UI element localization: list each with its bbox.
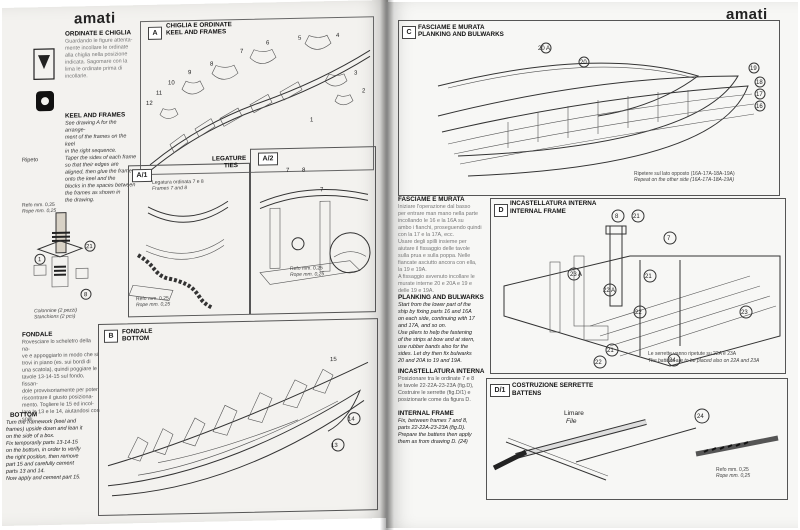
svg-text:20 A: 20 A <box>538 46 550 52</box>
file-label: File <box>566 418 577 425</box>
svg-text:23 A: 23 A <box>570 272 582 278</box>
rope-right: Rope mm. 0,25 <box>290 271 325 278</box>
svg-text:21: 21 <box>633 214 640 220</box>
svg-text:6: 6 <box>266 40 270 46</box>
svg-text:3: 3 <box>354 71 358 77</box>
planking-drawing: 20 A 20 19 18 17 16 <box>437 42 766 177</box>
panel-c <box>398 20 780 196</box>
internal-frame-text: Fix, between frames 7 and 8, parts 22-22… <box>398 418 472 445</box>
keel-frames-drawing <box>149 34 371 172</box>
panel-d <box>490 198 786 374</box>
panel-d-title-en: INTERNAL FRAME <box>510 208 566 215</box>
svg-text:8: 8 <box>84 292 88 298</box>
svg-text:4: 4 <box>336 33 340 39</box>
panel-c-title-it: FASCIAME E MURATA <box>418 24 485 31</box>
internal-frame-drawing: 23 A 8 21 7 21 22 A 22 23 24 22 21 <box>503 209 781 369</box>
left-page: amati ORDINATE E CHIGLIA Guardando le fi… <box>2 0 388 527</box>
bottom-text: Turn the framework (keel and frames) ups… <box>6 418 83 482</box>
rope-left: Rope mm. 0,25 <box>136 301 171 309</box>
panel-b-title-en: BOTTOM <box>122 334 150 343</box>
planking-heading: PLANKING AND BULWARKS <box>398 294 484 301</box>
repeat-note-it: Ripetere sul lato opposto (16A-17A-18A-1… <box>634 171 735 177</box>
svg-text:18: 18 <box>756 80 763 86</box>
svg-text:11: 11 <box>156 91 163 97</box>
internal-frame-heading: INTERNAL FRAME <box>398 410 454 417</box>
serrette-note-it: Le serrette vanno ripetute su 22A e 23A <box>648 351 737 357</box>
legature-en: TIES <box>224 162 238 170</box>
castello-heading: INCASTELLATURA INTERNA <box>398 368 485 375</box>
svg-text:23: 23 <box>741 310 748 316</box>
ripeto-label: Ripeto <box>22 157 39 164</box>
rope-d1: Rope mm. 0,25 <box>716 473 751 479</box>
fasciame-text: Iniziare l'operazione dal basso per entr… <box>398 204 482 294</box>
panel-b-tag: B <box>104 329 118 343</box>
svg-text:5: 5 <box>298 36 302 42</box>
panel-a1-tag: A/1 <box>132 168 152 183</box>
svg-text:21: 21 <box>645 274 652 280</box>
limare-label: Limare <box>564 410 584 417</box>
svg-text:7: 7 <box>286 168 290 174</box>
svg-text:22: 22 <box>635 310 642 316</box>
fasciame-heading: FASCIAME E MURATA <box>398 196 465 203</box>
panel-d-title-it: INCASTELLATURA INTERNA <box>510 200 597 207</box>
svg-text:12: 12 <box>146 101 153 107</box>
svg-text:9: 9 <box>188 70 192 76</box>
planking-text: Start from the lower part of the ship by… <box>398 302 475 364</box>
svg-text:7: 7 <box>240 49 244 55</box>
svg-text:7: 7 <box>320 187 324 193</box>
svg-text:24: 24 <box>697 414 704 420</box>
refo-d1: Refo mm. 0,25 <box>716 467 749 473</box>
svg-text:24: 24 <box>669 358 676 364</box>
svg-text:22 A: 22 A <box>603 288 615 294</box>
svg-text:1: 1 <box>38 257 42 263</box>
panel-c-title-en: PLANKING AND BULWARKS <box>418 31 504 38</box>
panel-d1-title-en: BATTENS <box>512 390 542 397</box>
amati-emblem-icon <box>33 48 55 112</box>
stanchions-drawing: 21 1 8 <box>33 212 96 300</box>
svg-text:19: 19 <box>750 66 757 72</box>
svg-text:10: 10 <box>168 80 175 86</box>
svg-text:15: 15 <box>330 357 337 363</box>
svg-text:20: 20 <box>580 60 587 66</box>
panel-d1 <box>486 378 788 500</box>
right-page: amati C FASCIAME E MURATA PLANKING AND B… <box>386 2 798 528</box>
svg-text:7: 7 <box>667 236 671 242</box>
colonnine-en: Stanchions (2 pcs) <box>34 313 76 321</box>
svg-text:8: 8 <box>615 214 619 220</box>
castello-text: Posizionare tra le ordinate 7 e 8 le tav… <box>398 376 475 403</box>
svg-text:16: 16 <box>756 104 763 110</box>
ties-drawing <box>128 200 229 310</box>
book-spine <box>380 0 394 530</box>
intro-text: Guardando le figure attenta- mente incol… <box>65 37 133 80</box>
svg-text:13: 13 <box>331 443 338 449</box>
fondale-heading: FONDALE <box>22 330 53 339</box>
panel-c-tag: C <box>402 26 416 39</box>
brand-logo-right: amati <box>726 6 768 23</box>
serrette-note-en: The battens are to be placed also on 22A… <box>648 358 760 364</box>
svg-text:1: 1 <box>310 117 314 123</box>
svg-text:21: 21 <box>607 348 614 354</box>
stanchion-ties-drawing: 7 8 7 <box>259 168 371 285</box>
keel-part-numbers: 12 11 10 9 8 7 6 5 4 3 2 1 <box>146 33 366 124</box>
svg-text:8: 8 <box>210 62 214 68</box>
svg-text:2: 2 <box>362 88 366 94</box>
svg-text:22: 22 <box>595 360 602 366</box>
svg-text:14: 14 <box>348 417 355 423</box>
file-tool-drawing: 24 <box>492 408 779 481</box>
repeat-note-en: Repeat on the other side (16A-17A-18A-19… <box>634 177 735 183</box>
svg-text:8: 8 <box>302 168 306 174</box>
panel-d1-tag: D/1 <box>490 384 510 397</box>
hull-bottom-drawing: 13 14 15 <box>107 357 369 497</box>
svg-text:17: 17 <box>756 92 763 98</box>
bottom-heading: BOTTOM <box>10 411 38 419</box>
keel-frames-text: See drawing A for the arrange- ment of t… <box>65 119 137 204</box>
svg-text:21: 21 <box>86 244 93 250</box>
brand-logo-left: amati <box>74 9 116 28</box>
panel-d-tag: D <box>494 204 508 217</box>
panel-d1-title-it: COSTRUZIONE SERRETTE <box>512 382 594 389</box>
